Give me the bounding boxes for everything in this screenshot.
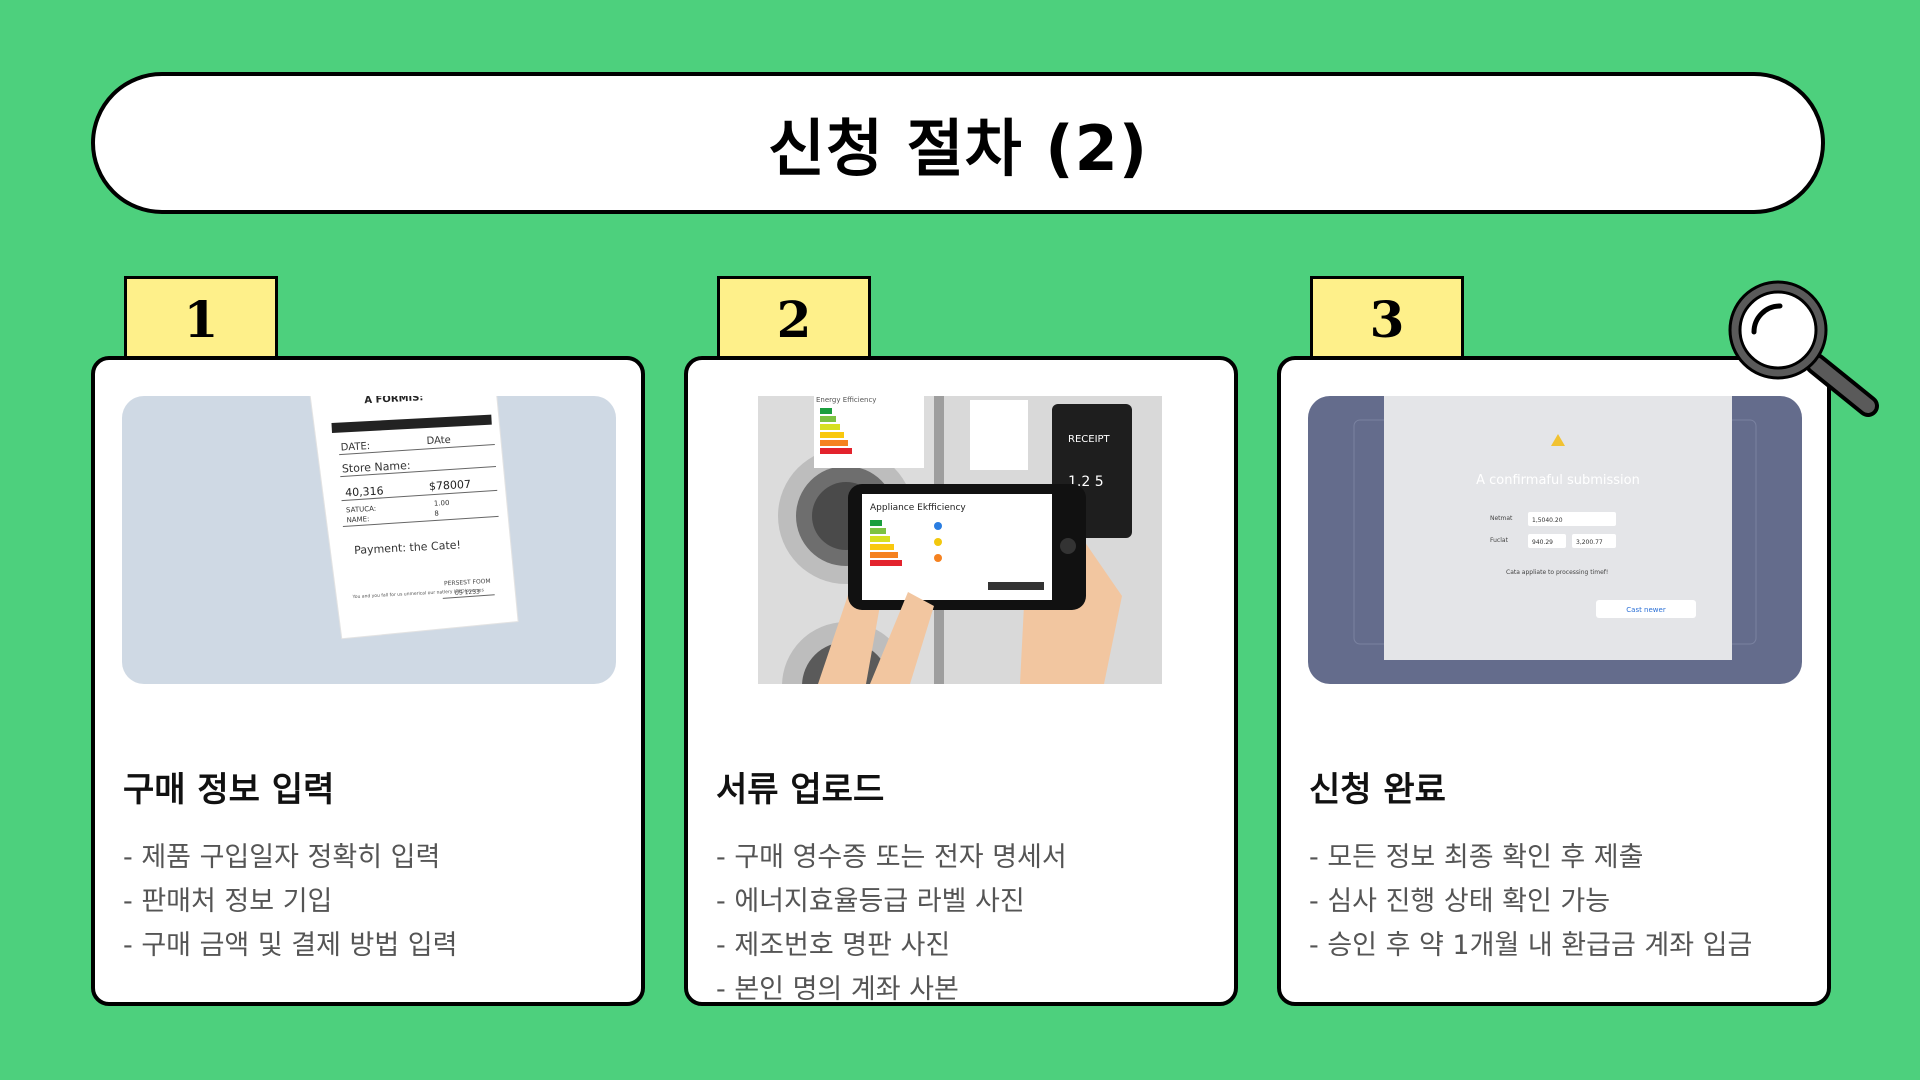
phone-screen-label: Appliance Ekfficiency xyxy=(870,503,966,513)
list-item: - 구매 금액 및 결제 방법 입력 xyxy=(123,930,458,961)
warning-icon xyxy=(1551,434,1565,446)
step-number-tab-3: 3 xyxy=(1310,276,1464,362)
receipt-row2-label: NAME: xyxy=(346,515,369,524)
list-item: - 본인 명의 계좌 사본 xyxy=(716,974,959,1005)
list-item: - 제품 구입일자 정확히 입력 xyxy=(123,842,441,873)
receipt-amount-left: 40,316 xyxy=(345,484,384,499)
list-item: - 승인 후 약 1개월 내 환급금 계좌 입금 xyxy=(1309,930,1753,961)
step-card-1: A FORMIS: DATE: DAte Store Name: 40,316 … xyxy=(91,356,645,1006)
receipt-label: RECEIPT xyxy=(1068,434,1111,445)
step-number: 1 xyxy=(183,289,219,349)
step-heading: 서류 업로드 xyxy=(716,770,885,810)
step-item-list: - 제품 구입일자 정확히 입력 - 판매처 정보 기입 - 구매 금액 및 결… xyxy=(123,836,457,968)
receipt-store-label: Store Name: xyxy=(342,459,411,476)
receipt-row1-value: 1.00 xyxy=(434,499,450,508)
field2-label: Fuclat xyxy=(1490,537,1509,544)
dialog-button: Cast newer xyxy=(1626,606,1666,614)
list-item: - 모든 정보 최종 확인 후 제출 xyxy=(1309,842,1644,873)
field1-value: 1,5040.20 xyxy=(1532,517,1563,524)
step-card-2: Energy Efficiency RECEIPT 1.2 5 Applianc… xyxy=(684,356,1238,1006)
page-title: 신청 절차 (2) xyxy=(767,112,1149,185)
magnifying-glass-icon xyxy=(1728,280,1879,417)
step-number: 3 xyxy=(1369,289,1405,349)
field2-value: 940.29 xyxy=(1532,539,1553,546)
list-item: - 제조번호 명판 사진 xyxy=(716,930,951,961)
receipt-footer-right2: US 1233 xyxy=(454,588,480,596)
receipt-footer-right: PERSEST FOOM xyxy=(444,578,491,587)
list-item: - 에너지효율등급 라벨 사진 xyxy=(716,886,1025,917)
document-upload-illustration: Energy Efficiency RECEIPT 1.2 5 Applianc… xyxy=(758,396,1162,684)
dialog-message: Cata appliate to processing timef! xyxy=(1506,569,1608,576)
step-item-list: - 모든 정보 최종 확인 후 제출 - 심사 진행 상태 확인 가능 - 승인… xyxy=(1309,836,1752,968)
receipt-header: A FORMIS: xyxy=(364,396,424,406)
list-item: - 심사 진행 상태 확인 가능 xyxy=(1309,886,1611,917)
dialog-title: A confirmaful submission xyxy=(1476,473,1640,488)
receipt-date-label: DATE: xyxy=(341,441,371,454)
step-heading: 구매 정보 입력 xyxy=(123,770,335,810)
step-number-tab-1: 1 xyxy=(124,276,278,362)
list-item: - 판매처 정보 기입 xyxy=(123,886,333,917)
field2-select: 3,200.77 xyxy=(1576,539,1603,546)
step-number: 2 xyxy=(776,289,812,349)
receipt-illustration: A FORMIS: DATE: DAte Store Name: 40,316 … xyxy=(122,396,616,684)
energy-label-text: Energy Efficiency xyxy=(816,396,876,404)
receipt-payment: Payment: the Cate! xyxy=(354,538,461,557)
step-card-3: A confirmaful submission Netmat 1,5040.2… xyxy=(1277,356,1831,1006)
receipt-row2-value: 8 xyxy=(434,510,439,518)
receipt-amount-right: $78007 xyxy=(429,478,472,493)
submission-illustration: A confirmaful submission Netmat 1,5040.2… xyxy=(1308,396,1802,684)
receipt-date-value: DAte xyxy=(426,435,451,447)
step-heading: 신청 완료 xyxy=(1309,770,1446,810)
field1-label: Netmat xyxy=(1490,515,1513,522)
step-number-tab-2: 2 xyxy=(717,276,871,362)
step-item-list: - 구매 영수증 또는 전자 명세서 - 에너지효율등급 라벨 사진 - 제조번… xyxy=(716,836,1067,1005)
title-banner: 신청 절차 (2) xyxy=(91,72,1825,214)
receipt-row1-label: SATUCA: xyxy=(346,505,377,515)
list-item: - 구매 영수증 또는 전자 명세서 xyxy=(716,842,1067,873)
